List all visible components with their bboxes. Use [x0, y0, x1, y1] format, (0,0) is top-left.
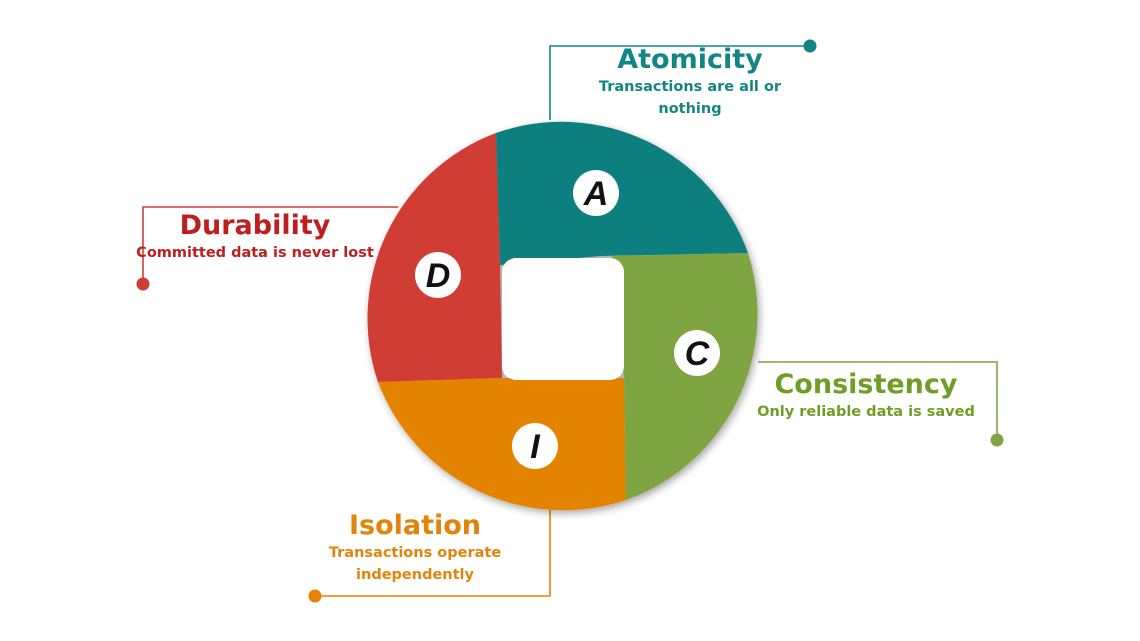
segment-consistency: [612, 253, 758, 500]
connector-isolation: [308, 510, 551, 603]
letter-d: D: [426, 257, 451, 295]
isolation-description: Transactions operate independently: [328, 545, 502, 583]
segment-isolation: [378, 378, 626, 511]
durability-label: Durability Committed data is never lost: [130, 210, 380, 264]
isolation-title: Isolation: [348, 510, 482, 541]
badge-consistency: C: [674, 330, 720, 376]
letter-a: A: [583, 175, 609, 213]
consistency-title: Consistency: [774, 369, 958, 400]
badge-atomicity: A: [573, 170, 619, 216]
isolation-label: Isolation Transactions operate independe…: [300, 510, 530, 586]
atomicity-label: Atomicity Transactions are all or nothin…: [580, 44, 800, 120]
connector-durability: [136, 206, 398, 291]
durability-description: Committed data is never lost: [136, 245, 374, 261]
consistency-label: Consistency Only reliable data is saved: [736, 369, 996, 423]
badge-isolation: I: [512, 423, 558, 469]
letter-i: I: [530, 428, 541, 466]
segment-atomicity: [496, 121, 748, 265]
durability-title: Durability: [179, 210, 331, 241]
letter-c: C: [685, 335, 710, 373]
atomicity-title: Atomicity: [617, 44, 763, 75]
connector-atomicity: [549, 39, 817, 120]
badge-durability: D: [415, 252, 461, 298]
atomicity-description: Transactions are all or nothing: [598, 79, 782, 117]
consistency-description: Only reliable data is saved: [757, 404, 975, 420]
center-hole: [502, 258, 624, 380]
connector-consistency: [758, 361, 1004, 447]
